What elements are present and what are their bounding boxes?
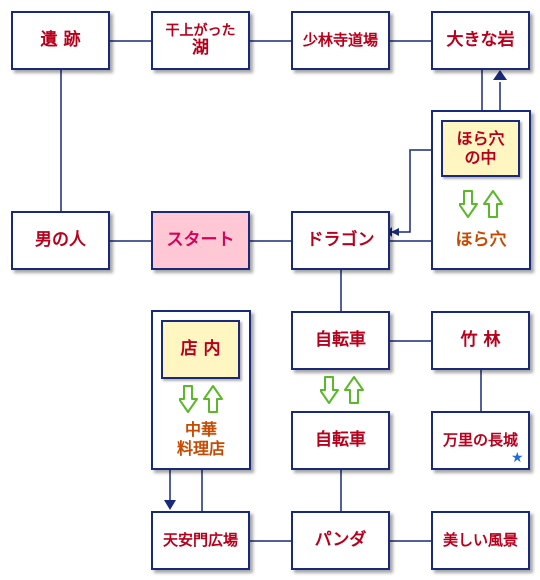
node-cave-label[interactable]: ほら穴 bbox=[455, 230, 507, 250]
star-icon: ★ bbox=[511, 450, 524, 466]
node-bicycle-1-label: 自転車 bbox=[315, 329, 366, 350]
node-bicycle-1[interactable]: 自転車 bbox=[291, 311, 390, 370]
node-bicycle-2[interactable]: 自転車 bbox=[291, 411, 390, 470]
arrow-cave-to-dragon bbox=[391, 149, 442, 236]
node-man-label: 男の人 bbox=[35, 229, 86, 250]
node-shop-inside[interactable]: 店 内 bbox=[161, 320, 240, 379]
node-start[interactable]: スタート bbox=[151, 211, 250, 270]
node-panda-label: パンダ bbox=[314, 529, 367, 550]
node-shop-inside-label: 店 内 bbox=[180, 338, 221, 359]
node-great-wall[interactable]: 万里の長城 bbox=[431, 411, 530, 470]
node-chinese-restaurant-label[interactable]: 中華 料理店 bbox=[151, 420, 251, 458]
node-ruins-label: 遺 跡 bbox=[40, 29, 81, 50]
node-cave-inside[interactable]: ほら穴 の中 bbox=[441, 120, 520, 177]
node-shaolin-dojo[interactable]: 少林寺道場 bbox=[291, 11, 390, 70]
node-dried-lake-label-bottom: 湖 bbox=[192, 37, 209, 58]
node-shaolin-dojo-label: 少林寺道場 bbox=[302, 30, 378, 49]
node-start-label: スタート bbox=[166, 229, 235, 250]
node-bamboo-forest[interactable]: 竹 林 bbox=[431, 311, 530, 370]
node-cave-inside-label-1: ほら穴 bbox=[456, 129, 505, 149]
down-up-arrows-icon bbox=[320, 376, 364, 404]
restaurant-label-line-1: 中華 bbox=[184, 420, 217, 439]
node-beautiful-scenery-label: 美しい風景 bbox=[442, 530, 518, 549]
node-panda[interactable]: パンダ bbox=[291, 511, 390, 570]
node-tiananmen-square-label: 天安門広場 bbox=[162, 530, 238, 549]
node-dried-lake[interactable]: 干上がった 湖 bbox=[151, 11, 250, 70]
node-tiananmen-square[interactable]: 天安門広場 bbox=[151, 511, 250, 570]
node-man[interactable]: 男の人 bbox=[11, 211, 110, 270]
node-bicycle-2-label: 自転車 bbox=[315, 429, 366, 450]
down-up-arrows-icon bbox=[459, 190, 503, 218]
node-dragon-label: ドラゴン bbox=[306, 229, 375, 250]
node-cave-inside-label-2: の中 bbox=[464, 147, 497, 167]
node-big-rock-label: 大きな岩 bbox=[446, 29, 515, 50]
restaurant-label-line-2: 料理店 bbox=[176, 439, 225, 459]
node-beautiful-scenery[interactable]: 美しい風景 bbox=[431, 511, 530, 570]
node-great-wall-label: 万里の長城 bbox=[442, 430, 518, 449]
down-up-arrows-icon bbox=[179, 385, 223, 413]
node-dried-lake-label-top: 干上がった bbox=[165, 22, 236, 39]
node-ruins[interactable]: 遺 跡 bbox=[11, 11, 110, 70]
node-dragon[interactable]: ドラゴン bbox=[291, 211, 390, 270]
node-bamboo-forest-label: 竹 林 bbox=[460, 329, 501, 350]
node-big-rock[interactable]: 大きな岩 bbox=[431, 11, 530, 70]
